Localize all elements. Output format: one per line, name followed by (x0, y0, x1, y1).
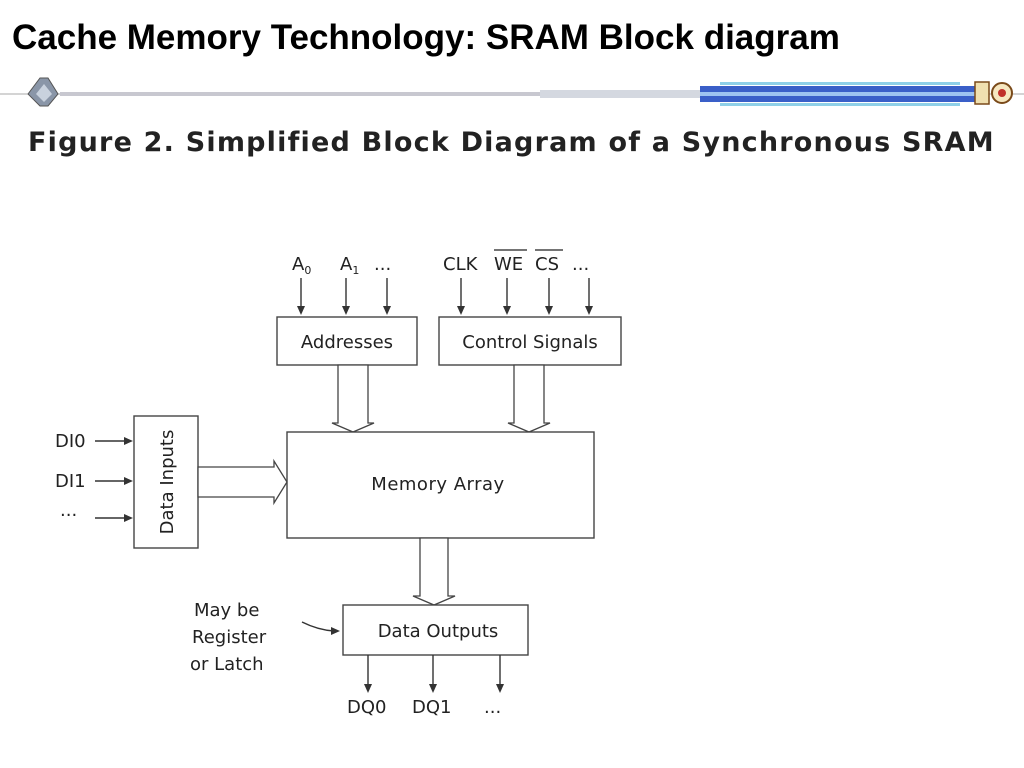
spaceship-icon (27, 77, 59, 107)
data-out-label-dq0: DQ0 (347, 697, 386, 718)
addresses-label: Addresses (301, 332, 393, 353)
memory-array-block (286, 431, 595, 539)
note-line-3: or Latch (190, 654, 264, 675)
control-label-clk: CLK (443, 254, 479, 275)
control-bus-arrow (507, 364, 551, 433)
data-out-label-more: ... (484, 697, 501, 718)
memory-array-label: Memory Array (371, 474, 504, 495)
data-in-label-di1: DI1 (55, 471, 86, 492)
control-input-arrows (457, 278, 593, 315)
slide-title: Cache Memory Technology: SRAM Block diag… (12, 18, 840, 57)
control-label-we: WE (494, 254, 523, 275)
address-label-a1: A1 (340, 254, 359, 277)
header-decoration (0, 77, 1024, 107)
data-inputs-block (133, 415, 199, 549)
note-line-2: Register (192, 627, 267, 648)
addresses-block (276, 316, 418, 366)
control-signals-block (438, 316, 622, 366)
address-input-arrows (297, 278, 391, 315)
starship-emblem-icon (974, 81, 1013, 105)
data-outputs-label: Data Outputs (378, 621, 499, 642)
data-out-bus-arrow (412, 537, 456, 606)
control-label-cs: CS (535, 254, 559, 275)
control-signals-label: Control Signals (462, 332, 597, 353)
data-in-label-di0: DI0 (55, 431, 86, 452)
figure-caption: Figure 2. Simplified Block Diagram of a … (28, 127, 995, 158)
address-bus-arrow (331, 364, 375, 433)
data-inputs-label: Data Inputs (157, 430, 178, 535)
address-label-more: ... (374, 254, 391, 275)
data-in-label-more: ... (60, 500, 77, 521)
data-out-label-dq1: DQ1 (412, 697, 451, 718)
note-line-1: May be (194, 600, 259, 621)
note-pointer-arrow (301, 621, 340, 635)
control-label-more: ... (572, 254, 589, 275)
data-out-arrows (364, 655, 504, 693)
data-outputs-block (342, 604, 529, 656)
data-in-arrows (95, 437, 133, 522)
address-label-a0: A0 (292, 254, 311, 277)
data-in-bus-arrow (197, 458, 288, 506)
